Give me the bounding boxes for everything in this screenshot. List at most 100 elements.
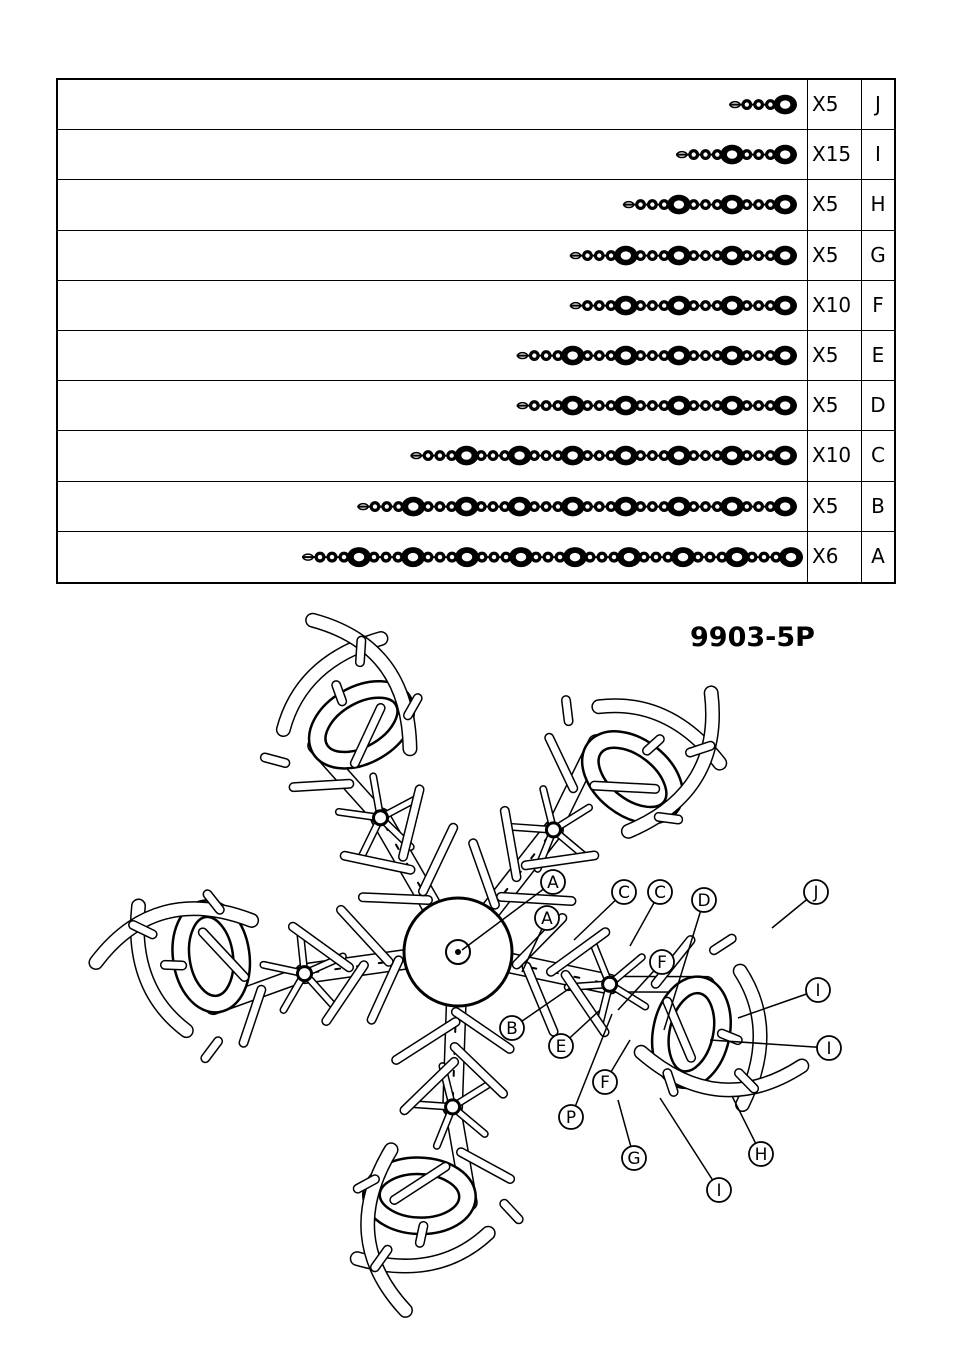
crystal-facet bbox=[491, 454, 495, 458]
branch-twig bbox=[341, 910, 389, 962]
part-code: E bbox=[862, 331, 894, 380]
crystal-facet bbox=[745, 253, 749, 257]
crystal-facet bbox=[779, 401, 791, 411]
part-row-d: X5D bbox=[58, 381, 894, 431]
crystal-facet bbox=[438, 504, 442, 508]
crystal-pin bbox=[659, 817, 679, 820]
crystal-pin bbox=[566, 700, 569, 721]
crystal-facet bbox=[544, 353, 548, 357]
quantity: X15 bbox=[808, 130, 862, 179]
crystal-facet bbox=[609, 454, 613, 458]
crystal-facet bbox=[703, 203, 707, 207]
crystal-facet bbox=[544, 504, 548, 508]
part-row-e: X5E bbox=[58, 331, 894, 381]
crystal-facet bbox=[609, 404, 613, 408]
crystal-facet bbox=[745, 102, 749, 106]
leader-line bbox=[571, 1014, 612, 1117]
arm-mark bbox=[574, 977, 579, 978]
crystal-facet bbox=[673, 451, 685, 461]
callout-label: A bbox=[541, 909, 553, 929]
quantity: X5 bbox=[808, 231, 862, 280]
crystal-facet bbox=[546, 555, 550, 559]
crystal-facet bbox=[726, 200, 738, 210]
crystal-facet bbox=[585, 504, 589, 508]
quantity: X10 bbox=[808, 281, 862, 330]
branch-twig bbox=[501, 897, 571, 901]
crystal-facet bbox=[756, 504, 760, 508]
part-row-i: X15I bbox=[58, 130, 894, 180]
crystal-facet bbox=[609, 303, 613, 307]
crystal-chain bbox=[58, 431, 808, 480]
part-row-b: X5B bbox=[58, 482, 894, 532]
quantity: X5 bbox=[808, 381, 862, 430]
star-joint bbox=[298, 967, 312, 981]
crystal-facet bbox=[407, 501, 419, 511]
crystal-facet bbox=[692, 303, 696, 307]
crystal-facet bbox=[745, 353, 749, 357]
crystal-facet bbox=[623, 552, 635, 562]
crystal-facet bbox=[662, 253, 666, 257]
quantity: X10 bbox=[808, 431, 862, 480]
crystal-facet bbox=[715, 203, 719, 207]
crystal-facet bbox=[756, 253, 760, 257]
crystal-facet bbox=[703, 253, 707, 257]
crystal-facet bbox=[703, 353, 707, 357]
crystal-facet bbox=[426, 454, 430, 458]
crystal-facet bbox=[585, 353, 589, 357]
callout-label: A bbox=[547, 873, 559, 893]
crystal-chain-cell bbox=[58, 431, 808, 480]
crystal-facet bbox=[673, 300, 685, 310]
crystal-facet bbox=[620, 451, 632, 461]
branch-twig bbox=[549, 738, 573, 788]
crystal-facet bbox=[779, 150, 791, 160]
crystal-facet bbox=[745, 153, 749, 157]
crystal-facet bbox=[558, 555, 562, 559]
crystal-facet bbox=[479, 504, 483, 508]
part-code: J bbox=[862, 80, 894, 129]
crystal-facet bbox=[703, 153, 707, 157]
crystal-facet bbox=[373, 504, 377, 508]
crystal-chain-cell bbox=[58, 80, 808, 129]
leader-line bbox=[660, 1098, 719, 1190]
quantity: X5 bbox=[808, 331, 862, 380]
crystal-facet bbox=[662, 303, 666, 307]
crystal-pin bbox=[504, 1204, 518, 1220]
crystal-chain bbox=[58, 331, 808, 380]
crystal-facet bbox=[638, 303, 642, 307]
crystal-facet bbox=[650, 404, 654, 408]
crystal-facet bbox=[650, 303, 654, 307]
crystal-facet bbox=[567, 351, 579, 361]
crystal-facet bbox=[620, 300, 632, 310]
callout-label: C bbox=[618, 883, 630, 903]
crystal-chain bbox=[58, 180, 808, 229]
callout-j: J bbox=[772, 880, 828, 928]
crystal-facet bbox=[692, 203, 696, 207]
branch-twig bbox=[294, 784, 350, 787]
crystal-facet bbox=[715, 253, 719, 257]
crystal-facet bbox=[779, 501, 791, 511]
crystal-facet bbox=[768, 353, 772, 357]
crystal-facet bbox=[756, 203, 760, 207]
crystal-facet bbox=[715, 153, 719, 157]
crystal-facet bbox=[762, 555, 766, 559]
crystal-facet bbox=[609, 253, 613, 257]
crystal-facet bbox=[556, 454, 560, 458]
crystal-facet bbox=[662, 504, 666, 508]
crystal-facet bbox=[600, 555, 604, 559]
crystal-pin bbox=[336, 685, 342, 701]
crystal-facet bbox=[567, 501, 579, 511]
crystal-pin bbox=[265, 758, 285, 763]
part-code: A bbox=[862, 532, 894, 582]
crystal-facet bbox=[779, 200, 791, 210]
crystal-chain-cell bbox=[58, 281, 808, 330]
crystal-facet bbox=[785, 552, 797, 562]
callout-i: I bbox=[660, 1098, 731, 1202]
crystal-facet bbox=[544, 454, 548, 458]
crystal-facet bbox=[673, 250, 685, 260]
crystal-facet bbox=[638, 404, 642, 408]
callout-label: I bbox=[826, 1039, 831, 1059]
crystal-facet bbox=[515, 552, 527, 562]
crystal-facet bbox=[585, 404, 589, 408]
crystal-facet bbox=[650, 504, 654, 508]
